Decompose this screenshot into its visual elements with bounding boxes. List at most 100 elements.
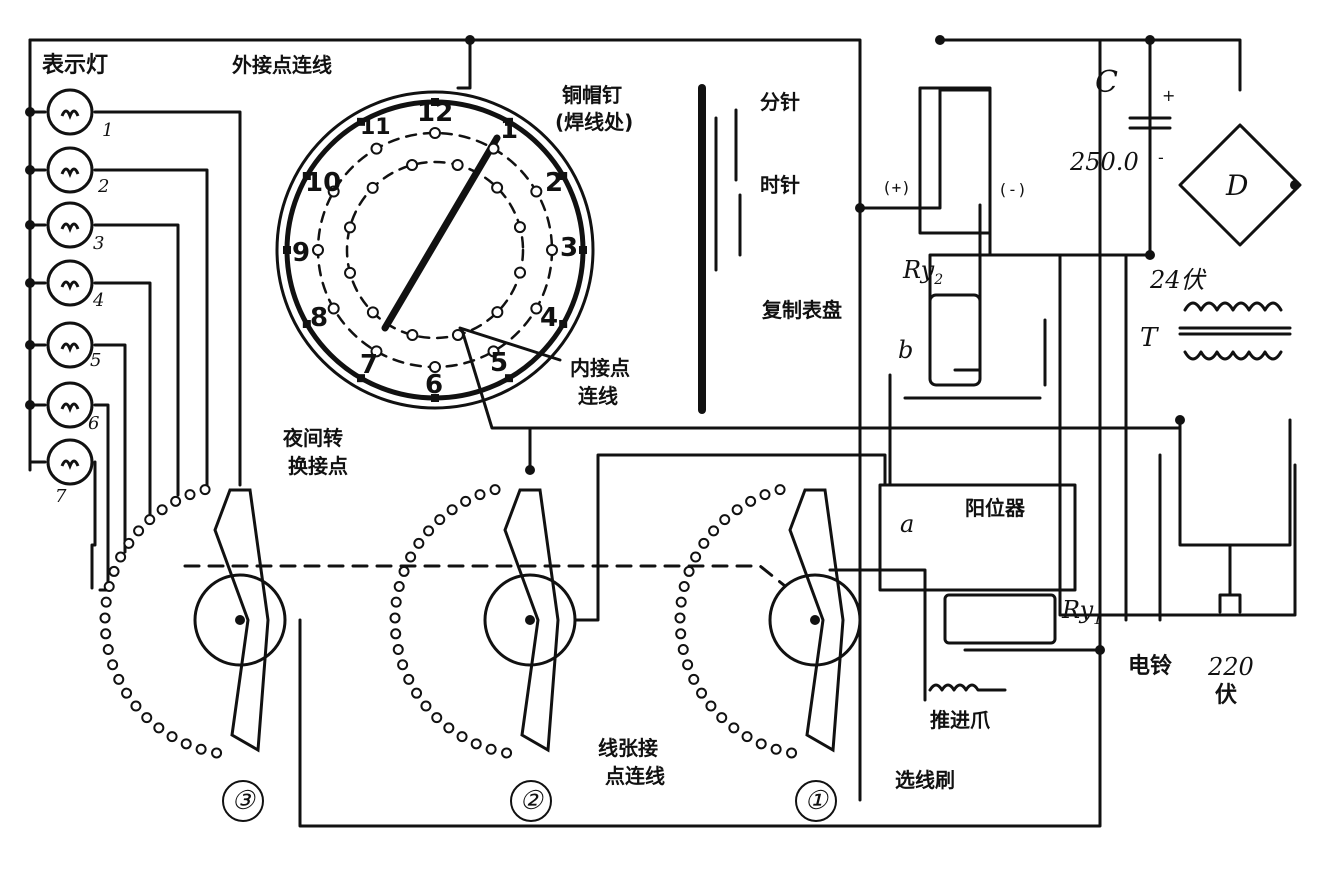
selector1-link — [828, 568, 927, 702]
selector-1-contact-17 — [690, 551, 702, 563]
reset-box — [878, 483, 1077, 592]
selector-1-contact-24 — [774, 484, 786, 496]
clock-tick-2 — [505, 117, 513, 126]
outer-contact-7 — [429, 361, 441, 373]
junction-dot-8 — [1290, 180, 1300, 190]
selector-1-contact-15 — [678, 581, 690, 593]
line-contacts-label-2: 点连线 — [605, 764, 665, 788]
relay1-coil — [943, 593, 1057, 645]
selector-1-contact-4 — [741, 731, 753, 743]
clock-tick-4 — [579, 246, 587, 254]
inner-contact-8 — [366, 306, 379, 319]
selector-1-contact-14 — [675, 596, 687, 608]
lamp-filament-2 — [60, 167, 80, 179]
selector-1-contact-1 — [786, 747, 798, 759]
selector-3-contact-1 — [211, 747, 223, 759]
transformer-secondary-label: 24伏 — [1150, 266, 1205, 294]
selector-1-contact-20 — [719, 514, 731, 526]
selector-1-contact-13 — [674, 612, 686, 624]
capacitor — [1128, 116, 1172, 130]
selector-1-contact-9 — [688, 673, 700, 685]
inner-contact-2 — [491, 181, 504, 194]
outer-contact-9 — [327, 302, 340, 315]
selector-2-contact-2 — [485, 743, 497, 755]
selector-2-contact-4 — [456, 731, 468, 743]
outer-contact-10 — [312, 244, 324, 256]
lamp-label-5: 5 — [90, 350, 102, 371]
outer-contact-12 — [370, 142, 383, 155]
clock-tick-12 — [357, 117, 365, 126]
relay2-loop — [928, 203, 1297, 617]
capacitor-plus: + — [1162, 86, 1176, 105]
selector-1-contact-21 — [731, 504, 743, 516]
selector-2-contact-11 — [392, 643, 404, 655]
selector-3-contact-12 — [100, 628, 112, 640]
inner-contact-wire — [458, 326, 562, 362]
minute-hand-label: 分针 — [760, 90, 800, 114]
selector-1-wiper — [788, 488, 845, 753]
lamp-6-wire — [93, 403, 110, 592]
junction-dot-10 — [25, 107, 35, 117]
mains-label-2: 伏 — [1215, 683, 1238, 708]
lamp-3 — [46, 201, 94, 249]
selector-1-contact-8 — [696, 687, 708, 699]
selector-3-contact-6 — [141, 712, 153, 724]
lamp-label-7: 7 — [55, 486, 67, 507]
lamp-5-wire — [93, 343, 127, 554]
lamp-filament-3 — [60, 222, 80, 234]
junction-dot-14 — [25, 340, 35, 350]
night-switch-label-1: 夜间转 — [283, 426, 343, 450]
selector-3-contact-9 — [113, 673, 125, 685]
reset-label: 阳位器 — [965, 496, 1025, 520]
contact-b-label: b — [898, 336, 914, 364]
selector-2-contact-9 — [403, 673, 415, 685]
transformer-secondary-coil — [1183, 301, 1283, 312]
lamp-4-wire — [93, 281, 152, 522]
selector-1-contact-3 — [755, 738, 767, 750]
rivet-label: 铜帽钉 — [562, 83, 622, 107]
clock-tick-6 — [505, 374, 513, 383]
selector-2-contact-8 — [411, 687, 423, 699]
clock-hour-7: 7 — [360, 350, 379, 380]
relay2-coil — [928, 293, 982, 387]
selector-1-label: ① — [795, 780, 837, 822]
selector-3-contact-4 — [166, 731, 178, 743]
mains-label-1: 220 — [1208, 653, 1254, 681]
selector-2-contact-10 — [397, 659, 409, 671]
junction-dot-2 — [855, 203, 865, 213]
selector-2-contact-5 — [443, 722, 455, 734]
lamp-label-6: 6 — [88, 413, 100, 434]
lamp-bus-taps — [28, 110, 47, 464]
outer-contact-4 — [546, 244, 558, 256]
selector-2-contact-7 — [420, 700, 432, 712]
junction-dot-7 — [1175, 415, 1185, 425]
lamp-5 — [46, 321, 94, 369]
outer-contact-3 — [530, 185, 543, 198]
outer-contact-8 — [370, 345, 383, 358]
bridge-label: D — [1226, 169, 1249, 202]
selector-3-contact-8 — [121, 687, 133, 699]
power-plus-label: (+) — [882, 178, 911, 197]
selector-2-contact-24 — [489, 484, 501, 496]
lamps-title: 表示灯 — [42, 53, 109, 78]
selector-1-contact-22 — [745, 495, 757, 507]
junction-dot-15 — [25, 400, 35, 410]
inner-contact-ring — [345, 160, 525, 340]
selector-2-contact-12 — [390, 628, 402, 640]
clock-hour-1: 1 — [500, 115, 519, 145]
transformer-core — [1178, 326, 1292, 336]
clock-hand — [381, 134, 501, 332]
selector-3-label: ③ — [222, 780, 264, 822]
selector-3-contact-3 — [180, 738, 192, 750]
inner-contact-7 — [406, 329, 419, 342]
selector-2-contact-21 — [446, 504, 458, 516]
selector-2-contact-20 — [434, 514, 446, 526]
selector2-out-wire — [573, 453, 957, 622]
clock-tick-3 — [559, 172, 568, 180]
selector-2-contact-16 — [398, 565, 410, 577]
lamp-filament-6 — [60, 402, 80, 414]
selector-3-contact-24 — [199, 484, 211, 496]
selector-3-contact-14 — [100, 596, 112, 608]
lamp-4 — [46, 259, 94, 307]
